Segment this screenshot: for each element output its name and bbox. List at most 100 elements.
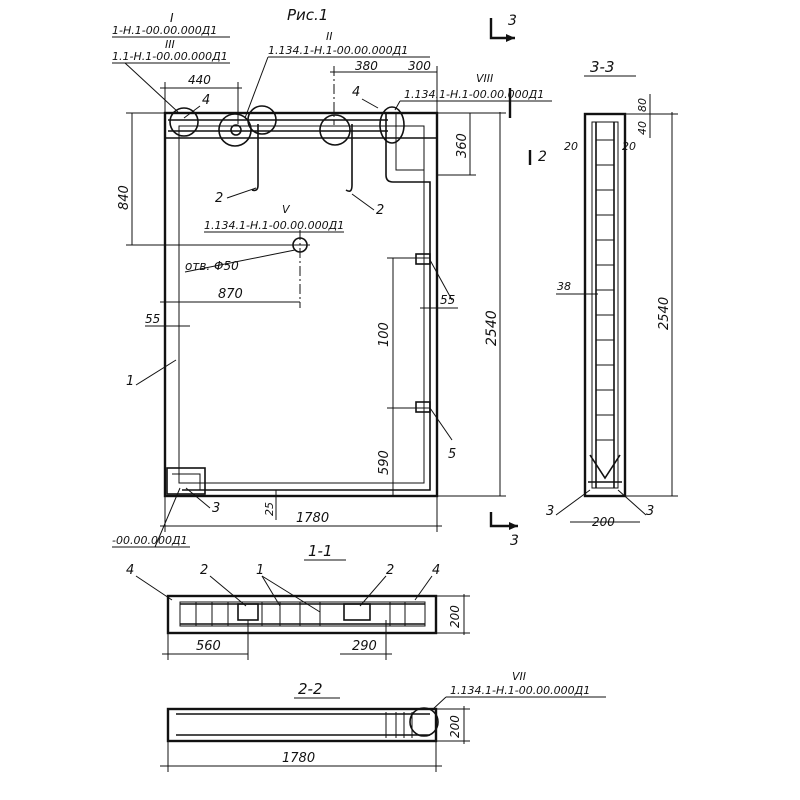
dim-300: 300 <box>408 59 431 73</box>
section-2-2-outline <box>166 707 438 743</box>
item-1: 1 <box>126 374 134 389</box>
section-label-3-bottom: 3 <box>510 533 519 549</box>
callout-ref-VIII: VIII <box>476 72 493 85</box>
dim-590: 590 <box>377 450 392 475</box>
section-3-3-item-3-right: 3 <box>646 504 654 519</box>
section-1-1: 1-1 4 2 1 2 4 560 290 200 <box>126 542 470 660</box>
section-3-3-dim-20-right: 20 <box>622 140 636 153</box>
callout-doc-I: 1-Н.1-00.00.000Д1 <box>112 24 217 37</box>
dim-1780: 1780 <box>296 511 329 526</box>
pin-marker <box>230 124 242 136</box>
hook-right <box>345 124 353 192</box>
leader-3 <box>185 487 211 509</box>
leader-bottom <box>154 487 181 548</box>
section-label-3-top: 3 <box>508 13 517 29</box>
detail-circle-left-hook <box>319 114 351 146</box>
detail-circle-I <box>169 107 199 137</box>
section-2-2-dim-200: 200 <box>448 715 462 738</box>
section-1-1-block-right <box>343 603 371 621</box>
section-3-3: 3-3 2540 80 40 20 20 38 200 3 3 <box>546 58 678 529</box>
section-3-3-base <box>588 454 622 483</box>
callout-doc-II: 1.134.1-Н.1-00.00.000Д1 <box>268 44 408 57</box>
section-1-1-item-2-left: 2 <box>200 563 208 578</box>
dim-25: 25 <box>263 502 276 516</box>
section-3-3-leader-3-left <box>555 489 591 516</box>
callout-doc-III: 1.1-Н.1-00.00.000Д1 <box>112 50 228 63</box>
section-1-1-dim-200: 200 <box>448 605 462 628</box>
dim-840: 840 <box>117 185 132 210</box>
section-1-1-title: 1-1 <box>308 542 333 560</box>
section-2-2-detail-circle-VII <box>409 707 439 737</box>
item-2-right: 2 <box>376 203 384 218</box>
leader-VIII <box>394 100 401 111</box>
callout-doc-V: 1.134.1-Н.1-00.00.000Д1 <box>204 219 344 232</box>
section-1-1-leader-4-right <box>414 575 433 601</box>
section-2-2: 2-2 VII 1.134.1-Н.1-00.00.000Д1 200 1780 <box>160 670 606 772</box>
leader-II <box>244 56 269 119</box>
section-mark-3-bottom <box>489 512 518 528</box>
corner-detail <box>166 467 206 495</box>
hole-leader <box>184 249 296 273</box>
lifting-loop-right <box>182 113 431 491</box>
leader-1 <box>135 359 177 386</box>
section-2-2-stirrups <box>385 712 413 738</box>
leader-4-left <box>183 105 201 119</box>
callout-ref-II: II <box>326 30 333 43</box>
section-3-3-leader-3-right <box>617 489 647 516</box>
section-1-1-stirrups <box>195 602 406 626</box>
section-1-1-leader-1a <box>261 575 281 607</box>
detail-circle-II <box>218 113 252 147</box>
leader-2-left <box>226 187 257 199</box>
leader-4-right <box>361 98 379 109</box>
section-1-1-leader-1b <box>261 575 321 613</box>
dim-440: 440 <box>188 73 211 87</box>
leader-III <box>124 62 179 113</box>
section-2-2-title: 2-2 <box>298 680 323 698</box>
hook-left <box>251 124 259 192</box>
main-elevation: Рис.1 2540 360 840 440 380 300 870 <box>112 6 552 549</box>
section-3-3-ladder <box>596 139 614 441</box>
section-2-2-callout-doc: 1.134.1-Н.1-00.00.000Д1 <box>450 684 590 697</box>
item-3: 3 <box>212 501 220 516</box>
section-3-3-outline <box>583 112 627 498</box>
section-1-1-item-1: 1 <box>256 563 264 578</box>
item-4-left: 4 <box>202 93 210 108</box>
dim-100: 100 <box>377 322 392 347</box>
lifting-loop-right-inner <box>395 113 425 483</box>
dim-380: 380 <box>355 59 378 73</box>
detail-circle-VIII <box>379 106 405 144</box>
section-3-3-title: 3-3 <box>590 58 615 76</box>
section-2-2-callout-ref-VII: VII <box>512 670 526 683</box>
dim-870: 870 <box>218 287 243 302</box>
section-label-2: 2 <box>538 149 547 165</box>
item-4-right: 4 <box>352 85 360 100</box>
section-3-3-dim-2540: 2540 <box>657 297 672 330</box>
section-3-3-dim-20-left: 20 <box>564 140 578 153</box>
callout-ref-III: III <box>165 38 175 51</box>
section-arrow-3-bottom <box>509 522 518 530</box>
hole-label: отв. Φ50 <box>185 259 239 273</box>
section-2-2-dim-1780: 1780 <box>282 751 315 766</box>
section-arrow-3-top <box>506 34 515 42</box>
dim-55-left: 55 <box>145 312 160 326</box>
section-1-1-block-left <box>237 603 259 621</box>
section-1-1-item-4-right: 4 <box>432 563 440 578</box>
section-1-1-leader-4-left <box>135 575 173 601</box>
callout-ref-I: I <box>170 11 174 25</box>
corner-detail-bar <box>172 473 201 490</box>
item-5: 5 <box>448 447 456 462</box>
section-1-1-item-4-left: 4 <box>126 563 134 578</box>
figure-title: Рис.1 <box>287 6 328 24</box>
dim-55-right: 55 <box>440 293 455 307</box>
section-3-3-item-3-left: 3 <box>546 504 554 519</box>
section-3-3-dim-80: 80 <box>636 98 649 112</box>
dim-360: 360 <box>455 133 470 158</box>
section-1-1-leader-2-left <box>209 575 247 607</box>
section-1-1-dim-560: 560 <box>196 639 221 654</box>
dim-2540: 2540 <box>484 310 500 346</box>
callout-ref-V: V <box>282 203 291 216</box>
leader-5b <box>429 259 453 301</box>
section-2-2-callout-leader <box>431 696 447 711</box>
panel-outer-outline <box>163 111 439 498</box>
